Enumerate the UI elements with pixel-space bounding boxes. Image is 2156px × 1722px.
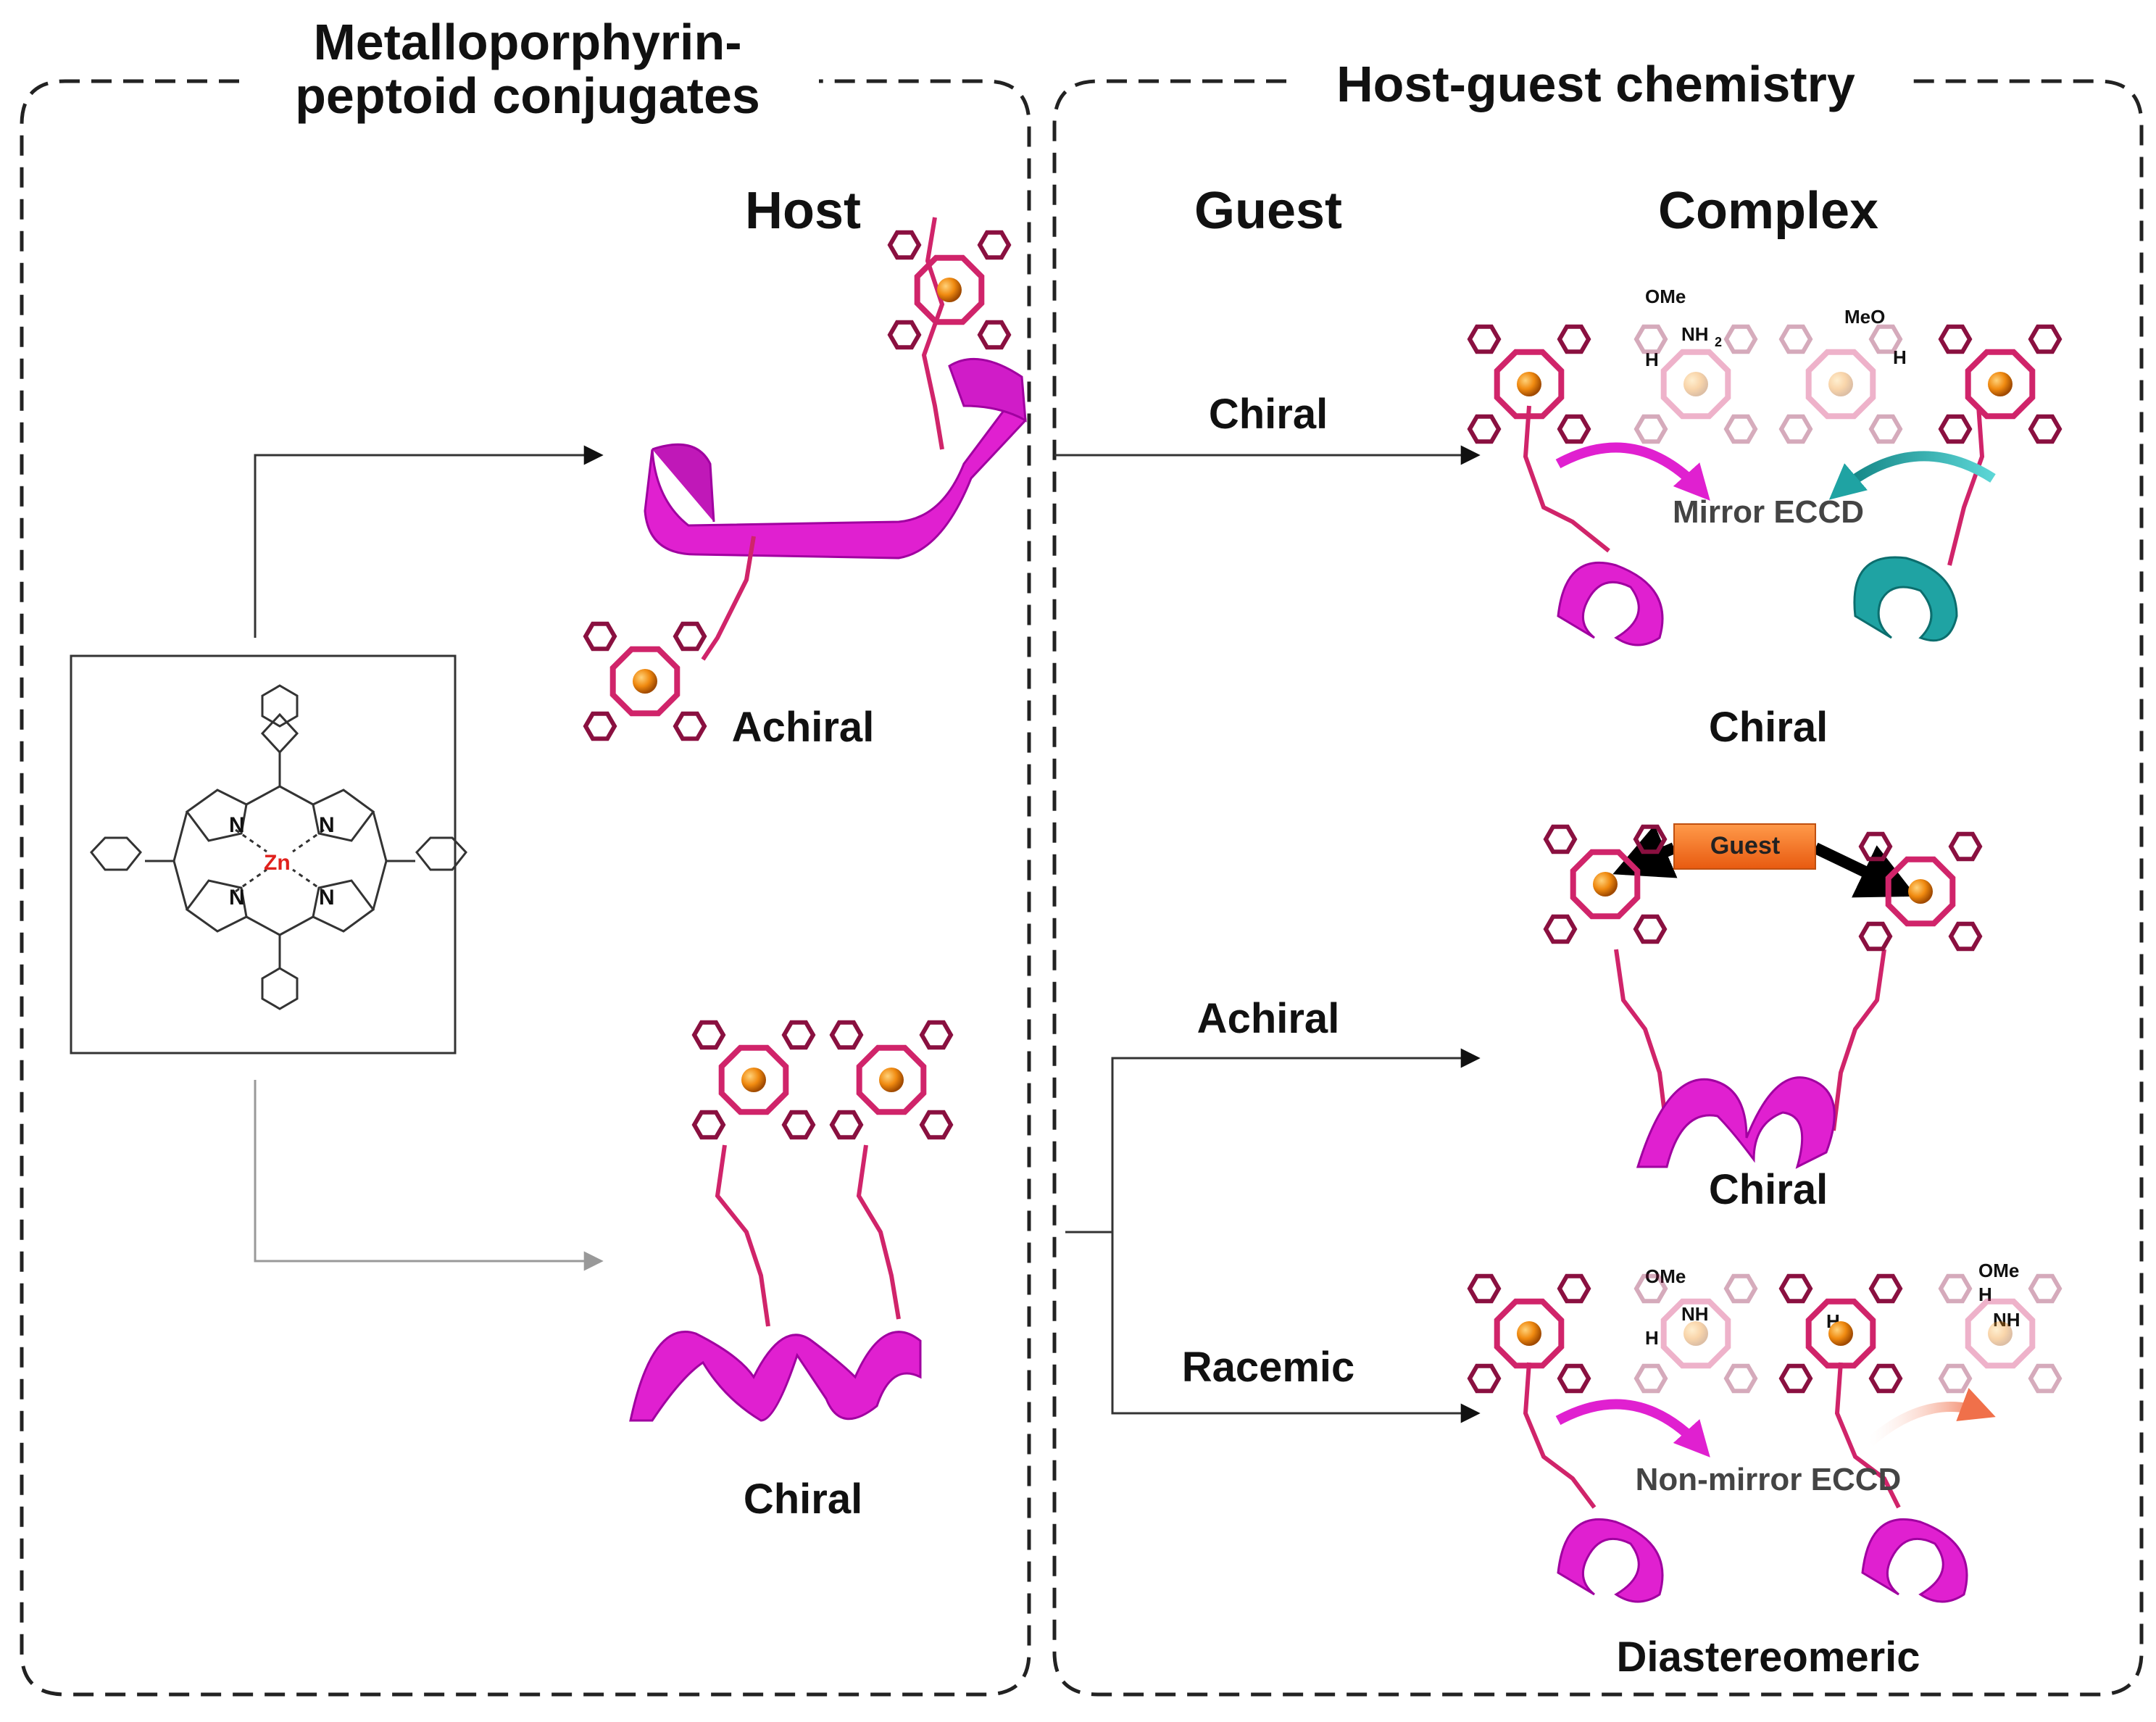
ome-label: OMe <box>1978 1260 2019 1281</box>
ome-label: OMe <box>1645 286 1686 307</box>
mirror-eccd-annotation: Mirror ECCD <box>1672 494 1865 530</box>
porphyrin-unit <box>1778 1273 1903 1394</box>
non-mirror-eccd-annotation: Non-mirror ECCD <box>1635 1462 1902 1497</box>
guest-box-label: Guest <box>1710 832 1781 860</box>
column-header-guest: Guest <box>1194 182 1343 240</box>
complex-row2-model <box>1612 823 1917 1169</box>
porphyrin-unit <box>691 1020 816 1140</box>
guest-label-chiral: Chiral <box>1208 391 1328 438</box>
porphyrin-unit <box>1543 824 1668 944</box>
complex-label-row1: Chiral <box>1708 704 1828 751</box>
porphyrin-unit <box>1858 831 1983 952</box>
left-panel-frame <box>20 79 1031 1697</box>
n-atom-label: N <box>319 886 335 910</box>
host-achiral-model <box>644 217 1027 661</box>
porphyrin-unit <box>1467 324 1591 444</box>
column-header-host: Host <box>745 182 861 240</box>
guest-molecule-labels: OMe MeO NH 2 H H OMe OMe NH NH H H H <box>1645 286 2020 1349</box>
left-panel-title-line2: peptoid conjugates <box>295 67 760 124</box>
complex-row3-models <box>1523 1362 1996 1603</box>
complex-row1-models <box>1523 405 1996 646</box>
left-panel-title: Metalloporphyrin- peptoid conjugates <box>295 14 760 124</box>
n-atom-label: N <box>319 813 335 837</box>
porphyrin-unit <box>1633 324 1758 444</box>
complex-label-row2: Chiral <box>1708 1166 1828 1213</box>
porphyrin-unit <box>829 1020 954 1140</box>
host-label-achiral: Achiral <box>731 704 875 751</box>
guest-label-achiral: Achiral <box>1196 995 1340 1042</box>
guest-branch-arrows <box>1054 445 1481 1423</box>
nh2-label: NH <box>1681 323 1709 345</box>
porphyrin-unit <box>583 621 707 741</box>
complex-label-row3: Diastereomeric <box>1616 1634 1920 1681</box>
porphyrin-unit <box>887 230 1012 350</box>
zn-porphyrin-structure: N N N N Zn <box>70 654 467 1055</box>
h-label: H <box>1645 349 1659 370</box>
host-label-chiral: Chiral <box>743 1476 863 1523</box>
porphyrin-unit <box>1938 324 2063 444</box>
host-branch-arrows <box>254 445 604 1271</box>
nh2-label: NH <box>1681 1303 1709 1325</box>
porphyrin-units <box>583 230 2063 1394</box>
right-panel-title: Host-guest chemistry <box>1336 56 1855 112</box>
n-atom-label: N <box>229 813 245 837</box>
left-panel-title-line1: Metalloporphyrin- <box>313 14 742 70</box>
nh2-subscript: 2 <box>1715 335 1722 349</box>
column-header-complex: Complex <box>1657 182 1879 240</box>
n-atom-label: N <box>229 886 245 910</box>
zn-atom-label: Zn <box>264 851 291 875</box>
porphyrin-unit <box>1633 1273 1758 1394</box>
guest-label-racemic: Racemic <box>1181 1344 1355 1391</box>
porphyrin-unit <box>1467 1273 1591 1394</box>
h-label: H <box>1978 1284 1992 1305</box>
porphyrin-unit <box>1938 1273 2063 1394</box>
h-label: H <box>1893 346 1907 368</box>
right-panel-frame <box>1052 79 2144 1697</box>
h-label: H <box>1645 1327 1659 1349</box>
ome-label: OMe <box>1645 1265 1686 1287</box>
host-chiral-model <box>629 1144 922 1422</box>
porphyrin-unit <box>1778 324 1903 444</box>
meo-label: MeO <box>1844 306 1885 328</box>
